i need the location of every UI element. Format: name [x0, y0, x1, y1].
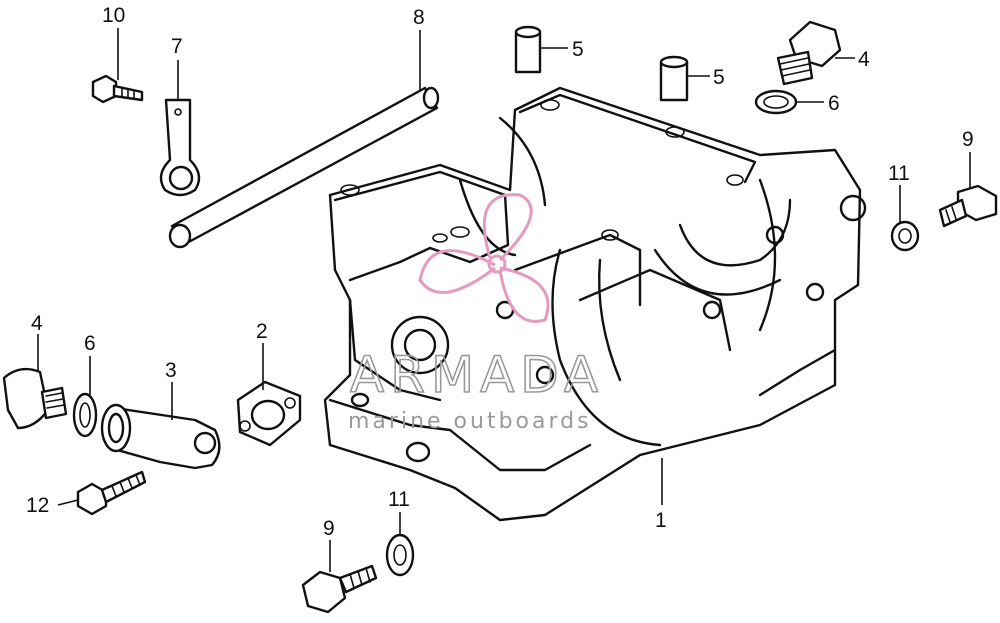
part-number-1: 1 — [655, 509, 667, 532]
bolt-part-10 — [91, 74, 144, 104]
tube-part-8 — [168, 86, 440, 249]
part-number-9: 9 — [962, 128, 974, 151]
part-number-7: 7 — [171, 35, 183, 58]
part-number-5: 5 — [572, 38, 584, 61]
pipe-part-3 — [100, 403, 221, 470]
dowel-part-5a — [514, 25, 542, 74]
bolt-part-9a — [938, 184, 998, 228]
part-number-3: 3 — [165, 359, 177, 382]
part-number-4: 4 — [858, 48, 870, 71]
part-number-6: 6 — [828, 92, 840, 115]
part-number-11: 11 — [388, 488, 410, 511]
washer-part-6a — [754, 89, 798, 115]
crankcase-body — [323, 86, 867, 522]
gasket-part-2 — [236, 380, 302, 447]
watermark-title: ARMADA — [350, 346, 604, 404]
part-number-4: 4 — [31, 312, 43, 335]
part-number-9: 9 — [323, 517, 335, 540]
part-number-11: 11 — [888, 162, 910, 185]
crankcase-bolt-holes — [340, 99, 867, 463]
part-number-8: 8 — [413, 6, 425, 29]
armada-logo-icon — [418, 193, 550, 323]
drain-plug-part-4b — [2, 367, 68, 430]
part-number-5: 5 — [713, 66, 725, 89]
part-number-12: 12 — [26, 494, 49, 517]
watermark-subtitle: marine outboards — [348, 409, 592, 434]
part-number-10: 10 — [102, 4, 125, 27]
washer-part-11a — [890, 220, 920, 252]
drain-plug-part-4a — [776, 20, 842, 86]
leader-lines — [37, 28, 971, 572]
bolt-part-12 — [76, 470, 147, 516]
clamp-part-7 — [159, 98, 201, 197]
armada-watermark: ARMADA marine outboards — [348, 193, 604, 434]
washer-part-11b — [385, 533, 415, 577]
bolt-part-9b — [301, 564, 378, 614]
dowel-part-5b — [659, 55, 689, 102]
part-numbers: 10 7 8 5 5 4 6 9 11 4 6 3 2 12 9 11 1 — [26, 4, 974, 540]
part-number-6: 6 — [84, 332, 96, 355]
washer-part-6b — [72, 392, 98, 438]
part-number-2: 2 — [256, 320, 268, 343]
